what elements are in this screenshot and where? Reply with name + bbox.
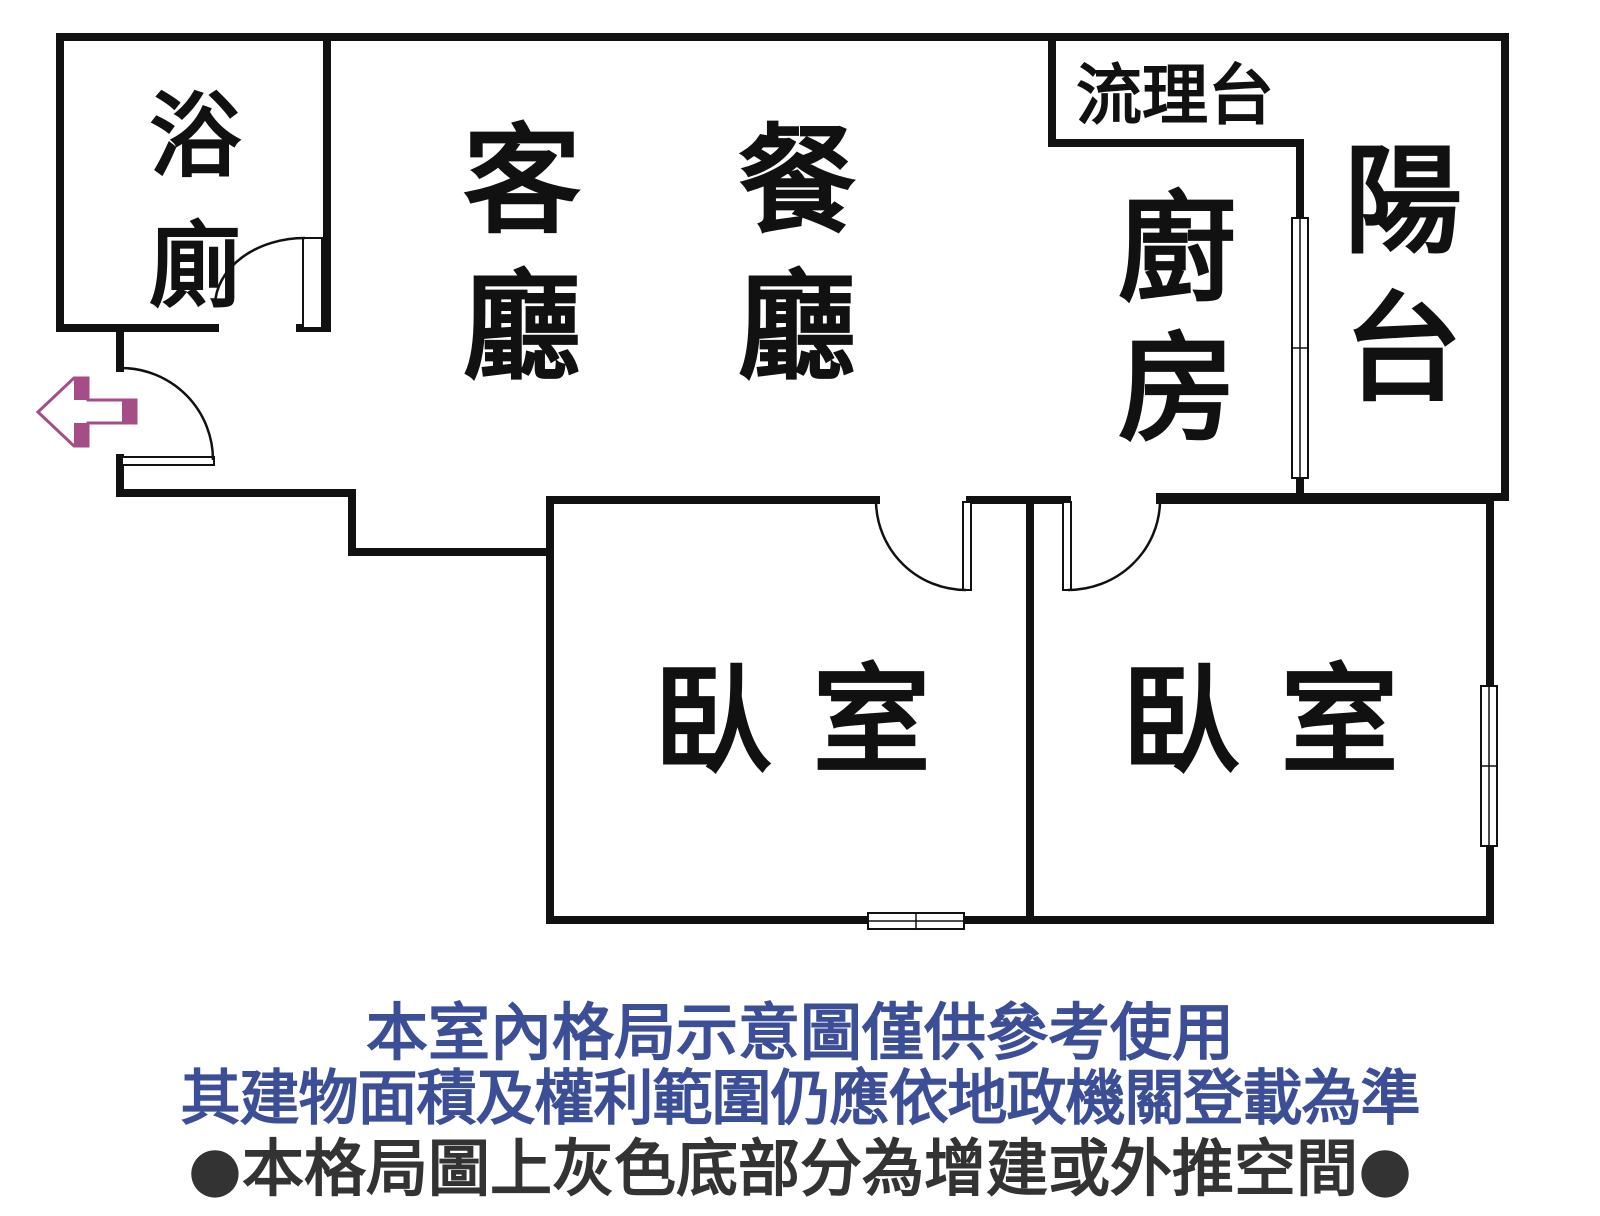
disclaimer-line-2: 其建物面積及權利範圍仍應依地政機關登載為準 [180,1064,1421,1134]
windows [867,217,1498,930]
kitchen-counter-label: 流理台 [1076,57,1274,134]
entry-door-swing [121,366,215,461]
bedroom-1-label: 臥 室 [653,652,930,790]
bathroom-door-swing [213,236,306,306]
dining-room-label: 廳 [738,258,856,396]
kitchen-label: 廚 [1118,180,1236,318]
floor-plan: 浴 廁 客 廳 餐 廳 流理台 廚 房 陽 台 臥 室 臥 室 [35,33,1509,930]
living-room-label: 客 [463,112,581,250]
balcony-label: 陽 [1344,132,1462,270]
bathroom-label: 浴 [149,83,242,190]
living-room-label: 廳 [463,258,581,396]
doors [121,236,1162,592]
bathroom-door-panel [302,237,323,329]
entry-door-panel [121,456,215,466]
bedroom2-door-swing [1067,501,1162,592]
bedroom1-door-swing [874,501,967,592]
disclaimer-line-3: ●本格局圖上灰色底部分為增建或外推空間● [187,1132,1413,1205]
bathroom-label: 廁 [149,213,241,320]
bedroom1-door-panel [962,501,972,591]
kitchen-label: 房 [1118,320,1236,458]
bedroom-2-label: 臥 室 [1121,652,1398,790]
balcony-label: 台 [1344,280,1462,418]
dining-room-label: 餐 [738,112,856,250]
bedroom2-door-panel [1062,501,1072,591]
disclaimer-line-1: 本室內格局示意圖僅供參考使用 [365,996,1234,1069]
